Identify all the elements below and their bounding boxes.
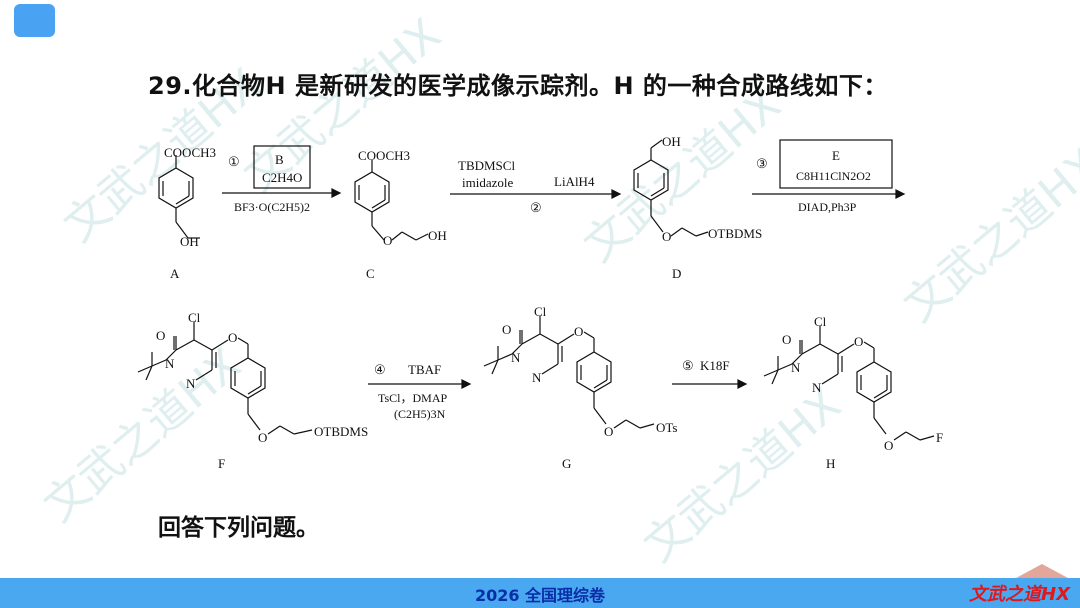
h-o-ether: O [854, 334, 863, 349]
g-o-chain: O [604, 424, 613, 439]
step3-reagent-formula: C8H11ClN2O2 [796, 169, 871, 183]
step2-number: ② [530, 200, 542, 215]
d-oh-label: OH [662, 134, 681, 149]
compound-f-label: F [218, 456, 225, 471]
f-n2-label: N [186, 376, 196, 391]
menu-button[interactable] [14, 4, 55, 37]
compound-g-label: G [562, 456, 571, 471]
step3-conditions: DIAD,Ph3P [798, 200, 857, 214]
step1-number: ① [228, 154, 240, 169]
c-ester-label: COOCH3 [358, 148, 410, 163]
footer-text: 2026 全国理综卷 [474, 586, 606, 605]
step2-reagent-imidazole: imidazole [462, 175, 513, 190]
h-o-carbonyl: O [782, 332, 791, 347]
h-f18-label: F [936, 430, 943, 445]
step1-catalyst: BF3·O(C2H5)2 [234, 200, 310, 214]
h-n2-label: N [812, 380, 822, 395]
d-otbdms-label: OTBDMS [708, 226, 762, 241]
compound-d-label: D [672, 266, 681, 281]
c-o-label: O [383, 233, 392, 248]
a-ester-label: COOCH3 [164, 145, 216, 160]
step4-reagent-base: (C2H5)3N [394, 407, 446, 421]
f-o-chain: O [258, 430, 267, 445]
brand-logo: 文武之道HX [969, 584, 1070, 605]
f-o-carbonyl: O [156, 328, 165, 343]
step5-number: ⑤ [682, 358, 694, 373]
step5-reagent: K18F [700, 358, 730, 373]
d-o-label: O [662, 229, 671, 244]
a-oh-label: OH [180, 234, 199, 249]
f-n-label: N [165, 356, 175, 371]
f-otbdms-label: OTBDMS [314, 424, 368, 439]
h-o-chain: O [884, 438, 893, 453]
c-oh-label: OH [428, 228, 447, 243]
compound-a-label: A [170, 266, 180, 281]
h-cl-label: Cl [814, 314, 827, 329]
g-o-carbonyl: O [502, 322, 511, 337]
compound-h-label: H [826, 456, 835, 471]
footer-bar: 2026 全国理综卷 文武之道HX [0, 564, 1080, 608]
step1-reagent-formula: C2H4O [262, 170, 302, 185]
g-cl-label: Cl [534, 304, 547, 319]
g-o-ether: O [574, 324, 583, 339]
step2-reagent-tbdmscl: TBDMSCl [458, 158, 515, 173]
g-n2-label: N [532, 370, 542, 385]
step3-number: ③ [756, 156, 768, 171]
question-prompt: 回答下列问题。 [158, 515, 319, 541]
step4-number: ④ [374, 362, 386, 377]
g-ots-label: OTs [656, 420, 677, 435]
step4-reagent-tscl: TsCl，DMAP [378, 391, 448, 405]
step2-reagent-lialh4: LiAlH4 [554, 174, 595, 189]
g-n-label: N [511, 350, 521, 365]
step4-reagent-tbaf: TBAF [408, 362, 441, 377]
compound-c-label: C [366, 266, 375, 281]
h-n-label: N [791, 360, 801, 375]
footer-triangle [1016, 564, 1068, 578]
step3-reagent-e: E [832, 148, 840, 163]
f-o-ether: O [228, 330, 237, 345]
f-cl-label: Cl [188, 310, 201, 325]
step1-reagent-b: B [275, 152, 284, 167]
question-title: 29.化合物H 是新研发的医学成像示踪剂。H 的一种合成路线如下： [148, 72, 888, 100]
